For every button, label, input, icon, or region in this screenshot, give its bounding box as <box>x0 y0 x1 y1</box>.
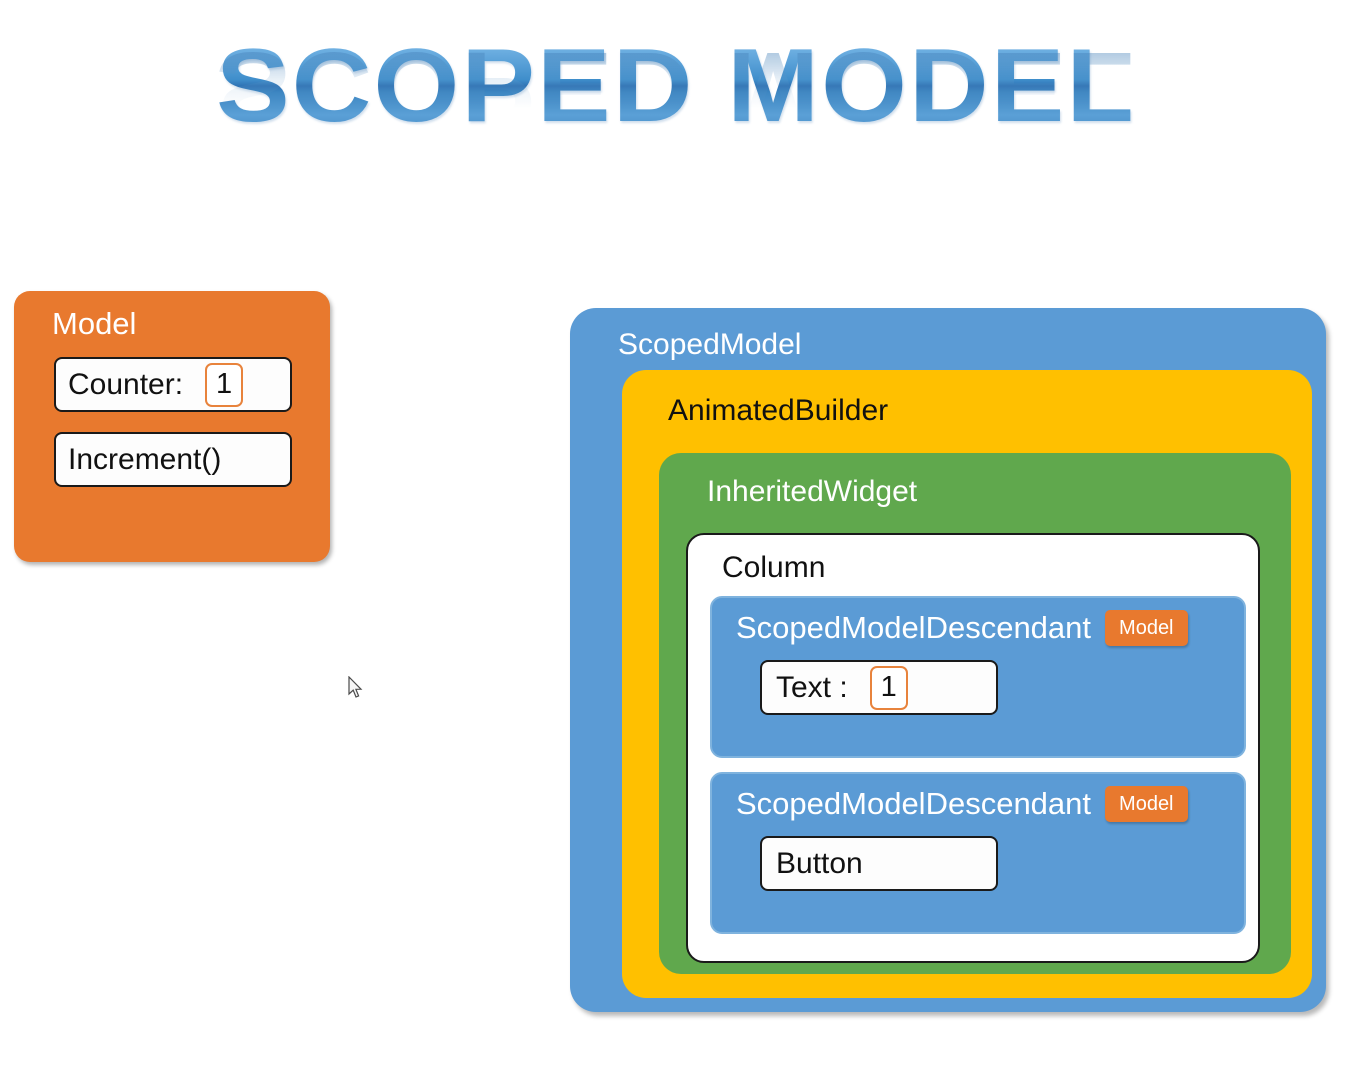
counter-label: Counter: <box>68 367 184 401</box>
button-widget-box[interactable]: Button <box>760 836 998 891</box>
descendant-header: ScopedModelDescendant Model <box>736 608 1234 648</box>
increment-method-row: Increment() <box>54 432 292 487</box>
counter-row: Counter: 1 <box>54 357 292 412</box>
text-widget-label: Text : <box>776 670 848 704</box>
scoped-model-descendant-text: ScopedModelDescendant Model Text : 1 <box>710 596 1246 758</box>
text-widget-box: Text : 1 <box>760 660 998 715</box>
descendant-header: ScopedModelDescendant Model <box>736 784 1234 824</box>
animated-builder-label: AnimatedBuilder <box>668 394 889 427</box>
scoped-model-label: ScopedModel <box>618 328 802 361</box>
button-widget-label: Button <box>776 846 863 880</box>
descendant-name-label: ScopedModelDescendant <box>736 786 1092 821</box>
column-label: Column <box>722 551 826 584</box>
mouse-cursor-arrow-icon <box>348 675 364 700</box>
model-badge: Model <box>1105 786 1188 822</box>
page-title: SCOPED MODEL <box>0 34 1352 138</box>
page-title-reflection: SCOPED MODEL <box>0 30 1352 146</box>
model-panel: Model Counter: 1 Increment() <box>14 291 330 562</box>
text-widget-value-chip: 1 <box>869 665 908 710</box>
inherited-widget-label: InheritedWidget <box>707 475 918 508</box>
page-title-banner: SCOPED MODEL SCOPED MODEL <box>0 30 1352 204</box>
counter-value-chip: 1 <box>205 362 244 407</box>
model-panel-title: Model <box>52 306 137 341</box>
descendant-name-label: ScopedModelDescendant <box>736 610 1092 645</box>
model-badge: Model <box>1105 610 1188 646</box>
scoped-model-descendant-button: ScopedModelDescendant Model Button <box>710 772 1246 934</box>
increment-method-label: Increment() <box>68 442 222 476</box>
